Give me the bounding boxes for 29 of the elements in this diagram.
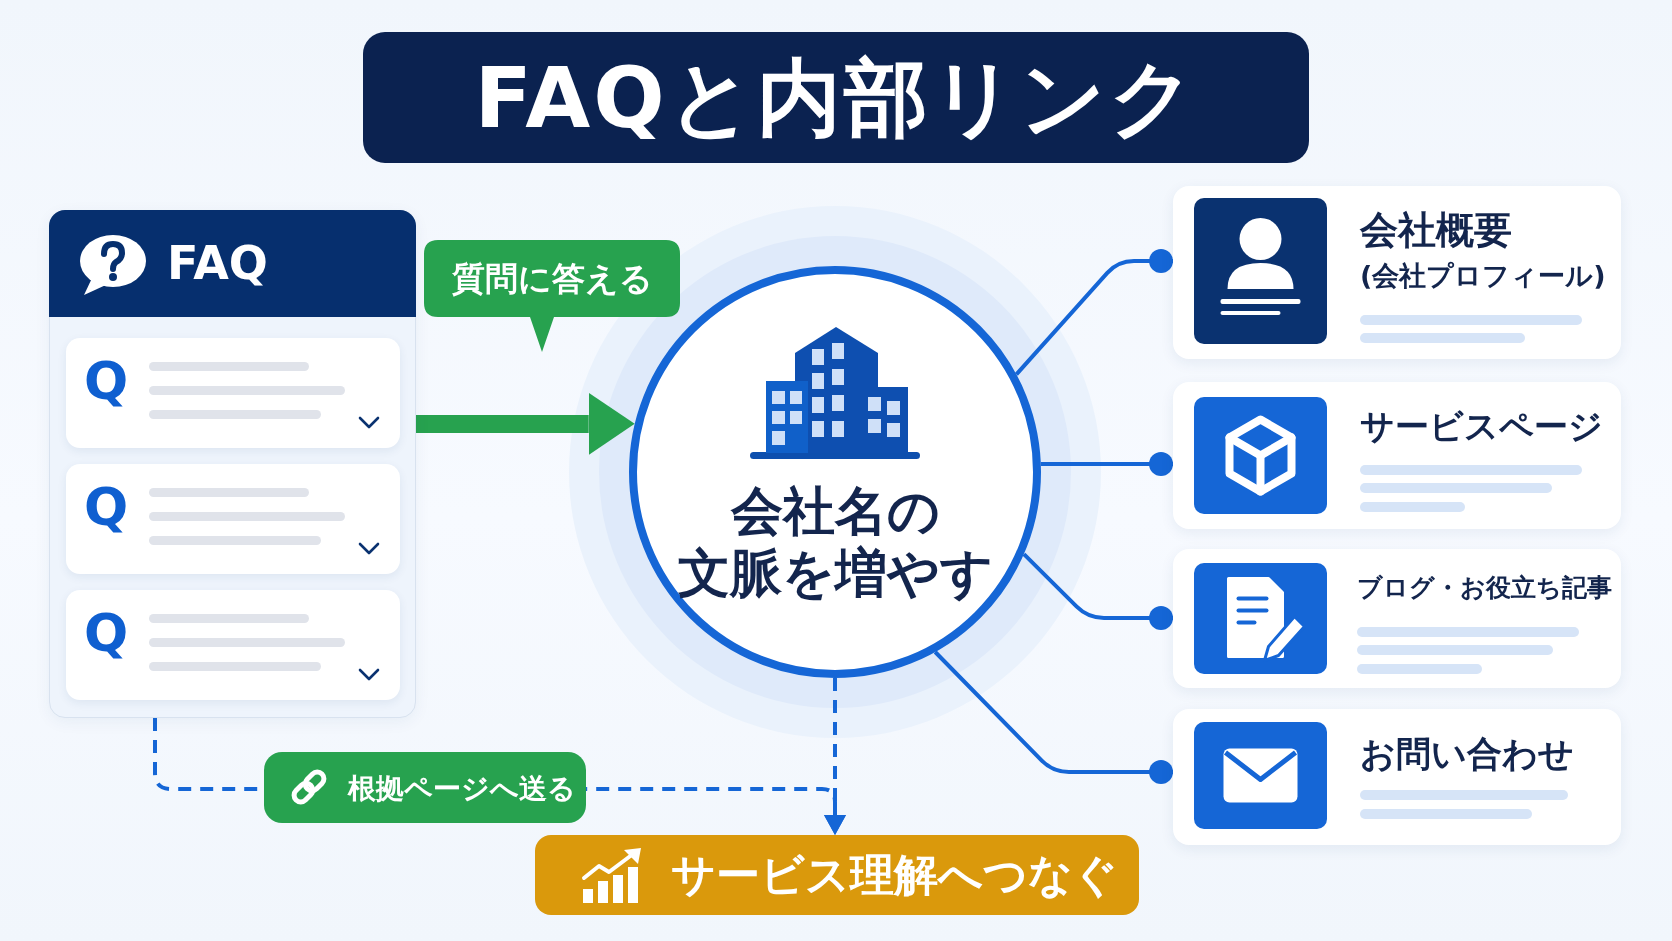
- connector-line: [1014, 249, 1173, 376]
- connector-line: [1022, 552, 1173, 630]
- faq-item-card: [66, 590, 400, 700]
- link-card: [1173, 549, 1621, 688]
- arrow: [416, 392, 635, 455]
- connector-line: [933, 650, 1173, 784]
- faq-panel: [49, 210, 416, 718]
- title-banner: FAQと内部リンク: [363, 32, 1309, 163]
- edge-label: 質問に答える: [451, 257, 653, 300]
- connector-line: [1040, 452, 1173, 476]
- card-title: 会社概要: [1360, 207, 1512, 254]
- question-label: Q: [84, 478, 129, 536]
- faq-item-card: [66, 338, 400, 448]
- question-label: Q: [84, 352, 129, 410]
- link-card: [1173, 382, 1621, 529]
- card-title: お問い合わせ: [1360, 733, 1574, 776]
- card-title: ブログ・お役立ち記事: [1357, 572, 1612, 604]
- panel-title: FAQ: [167, 235, 268, 292]
- question-label: Q: [84, 604, 129, 662]
- link-card: [1173, 709, 1621, 845]
- goal-banner: [535, 835, 1139, 915]
- edge-label: 根拠ページへ送る: [348, 770, 576, 805]
- banner-text: サービス理解へつなぐ: [671, 848, 1118, 902]
- card-title: サービスページ: [1360, 405, 1603, 448]
- faq-item-card: [66, 464, 400, 574]
- card-subtitle: (会社プロフィール): [1360, 259, 1606, 293]
- hub-title: 会社名の文脈を増やす: [676, 480, 994, 604]
- link-card: [1173, 186, 1621, 359]
- dashed-arrow: [824, 678, 846, 835]
